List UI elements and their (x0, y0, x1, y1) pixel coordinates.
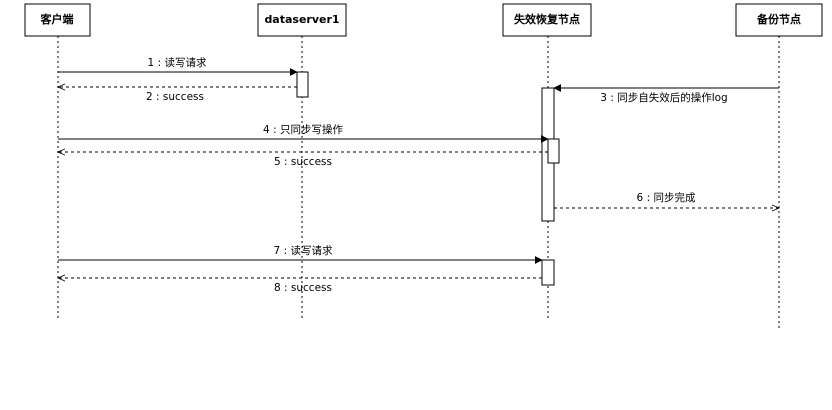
message-4-label: 4 : 只同步写操作 (263, 123, 343, 136)
message-5-label: 5 : success (274, 156, 332, 168)
participant-backup-node-label: 备份节点 (756, 12, 801, 26)
message-1-label: 1 : 读写请求 (148, 56, 207, 69)
participant-failed-node: 失效恢复节点 (502, 3, 592, 37)
participant-client-label: 客户端 (40, 12, 74, 26)
message-3-label: 3 : 同步自失效后的操作log (600, 91, 727, 104)
message-7-label: 7 : 读写请求 (274, 244, 333, 257)
activation-failed-node-late (541, 259, 555, 286)
participant-failed-node-label: 失效恢复节点 (514, 12, 580, 26)
participant-backup-node: 备份节点 (735, 3, 823, 37)
message-8-label: 8 : success (274, 282, 332, 294)
message-2-label: 2 : success (146, 91, 204, 103)
activation-dataserver1 (296, 71, 309, 98)
participant-dataserver1: dataserver1 (257, 3, 347, 37)
participant-dataserver1-label: dataserver1 (264, 13, 339, 26)
message-6-label: 6 : 同步完成 (637, 191, 696, 204)
participant-client: 客户端 (24, 3, 91, 37)
activation-failed-node-nested (547, 138, 560, 164)
